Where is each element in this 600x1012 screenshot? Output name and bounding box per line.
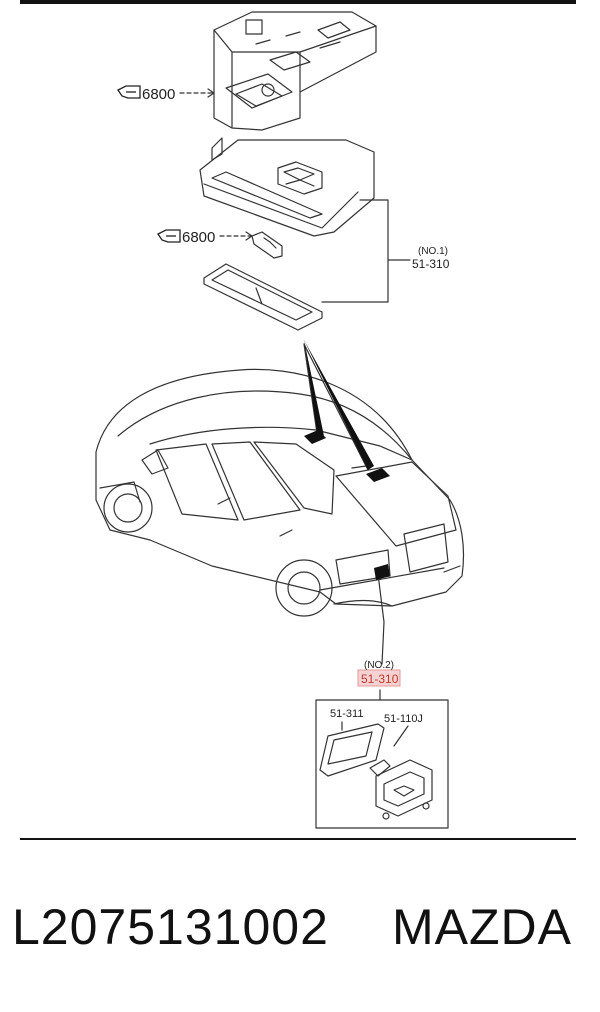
no1-code: 51-310	[412, 257, 450, 271]
no1-tag: (NO.1)	[418, 246, 448, 257]
car-body	[95, 368, 465, 617]
rear-lamp-marker	[366, 468, 390, 482]
ref-label-bulb: 6800	[182, 229, 215, 246]
roof-bracket	[213, 11, 377, 131]
bulb-lower	[369, 759, 391, 777]
parts-diagram: 6800 6800 (NO.1) 51-310 (NO.2) 51-310 51…	[95, 11, 465, 829]
map-lamp-housing	[199, 137, 375, 237]
lens-upper	[203, 263, 323, 331]
bulb-upper	[251, 231, 283, 259]
cargo-lamp-marker	[374, 564, 390, 580]
no2-tag: (NO.2)	[364, 660, 394, 671]
detail-box	[315, 699, 449, 829]
bulb-code: 51-110J	[384, 713, 423, 725]
no2-code: 51-310	[361, 672, 399, 686]
pointer-icon-2	[157, 229, 181, 243]
highlight-box	[357, 669, 401, 687]
housing-lower	[375, 759, 433, 820]
part-number: L2075131002	[12, 899, 329, 955]
pointer-icon	[117, 85, 141, 99]
ref-label-top: 6800	[142, 86, 175, 103]
lens-code: 51-311	[330, 708, 363, 720]
brand-name: MAZDA	[392, 899, 572, 955]
divider-rule	[20, 838, 576, 840]
top-rule	[20, 0, 576, 4]
lens-lower	[319, 723, 385, 777]
